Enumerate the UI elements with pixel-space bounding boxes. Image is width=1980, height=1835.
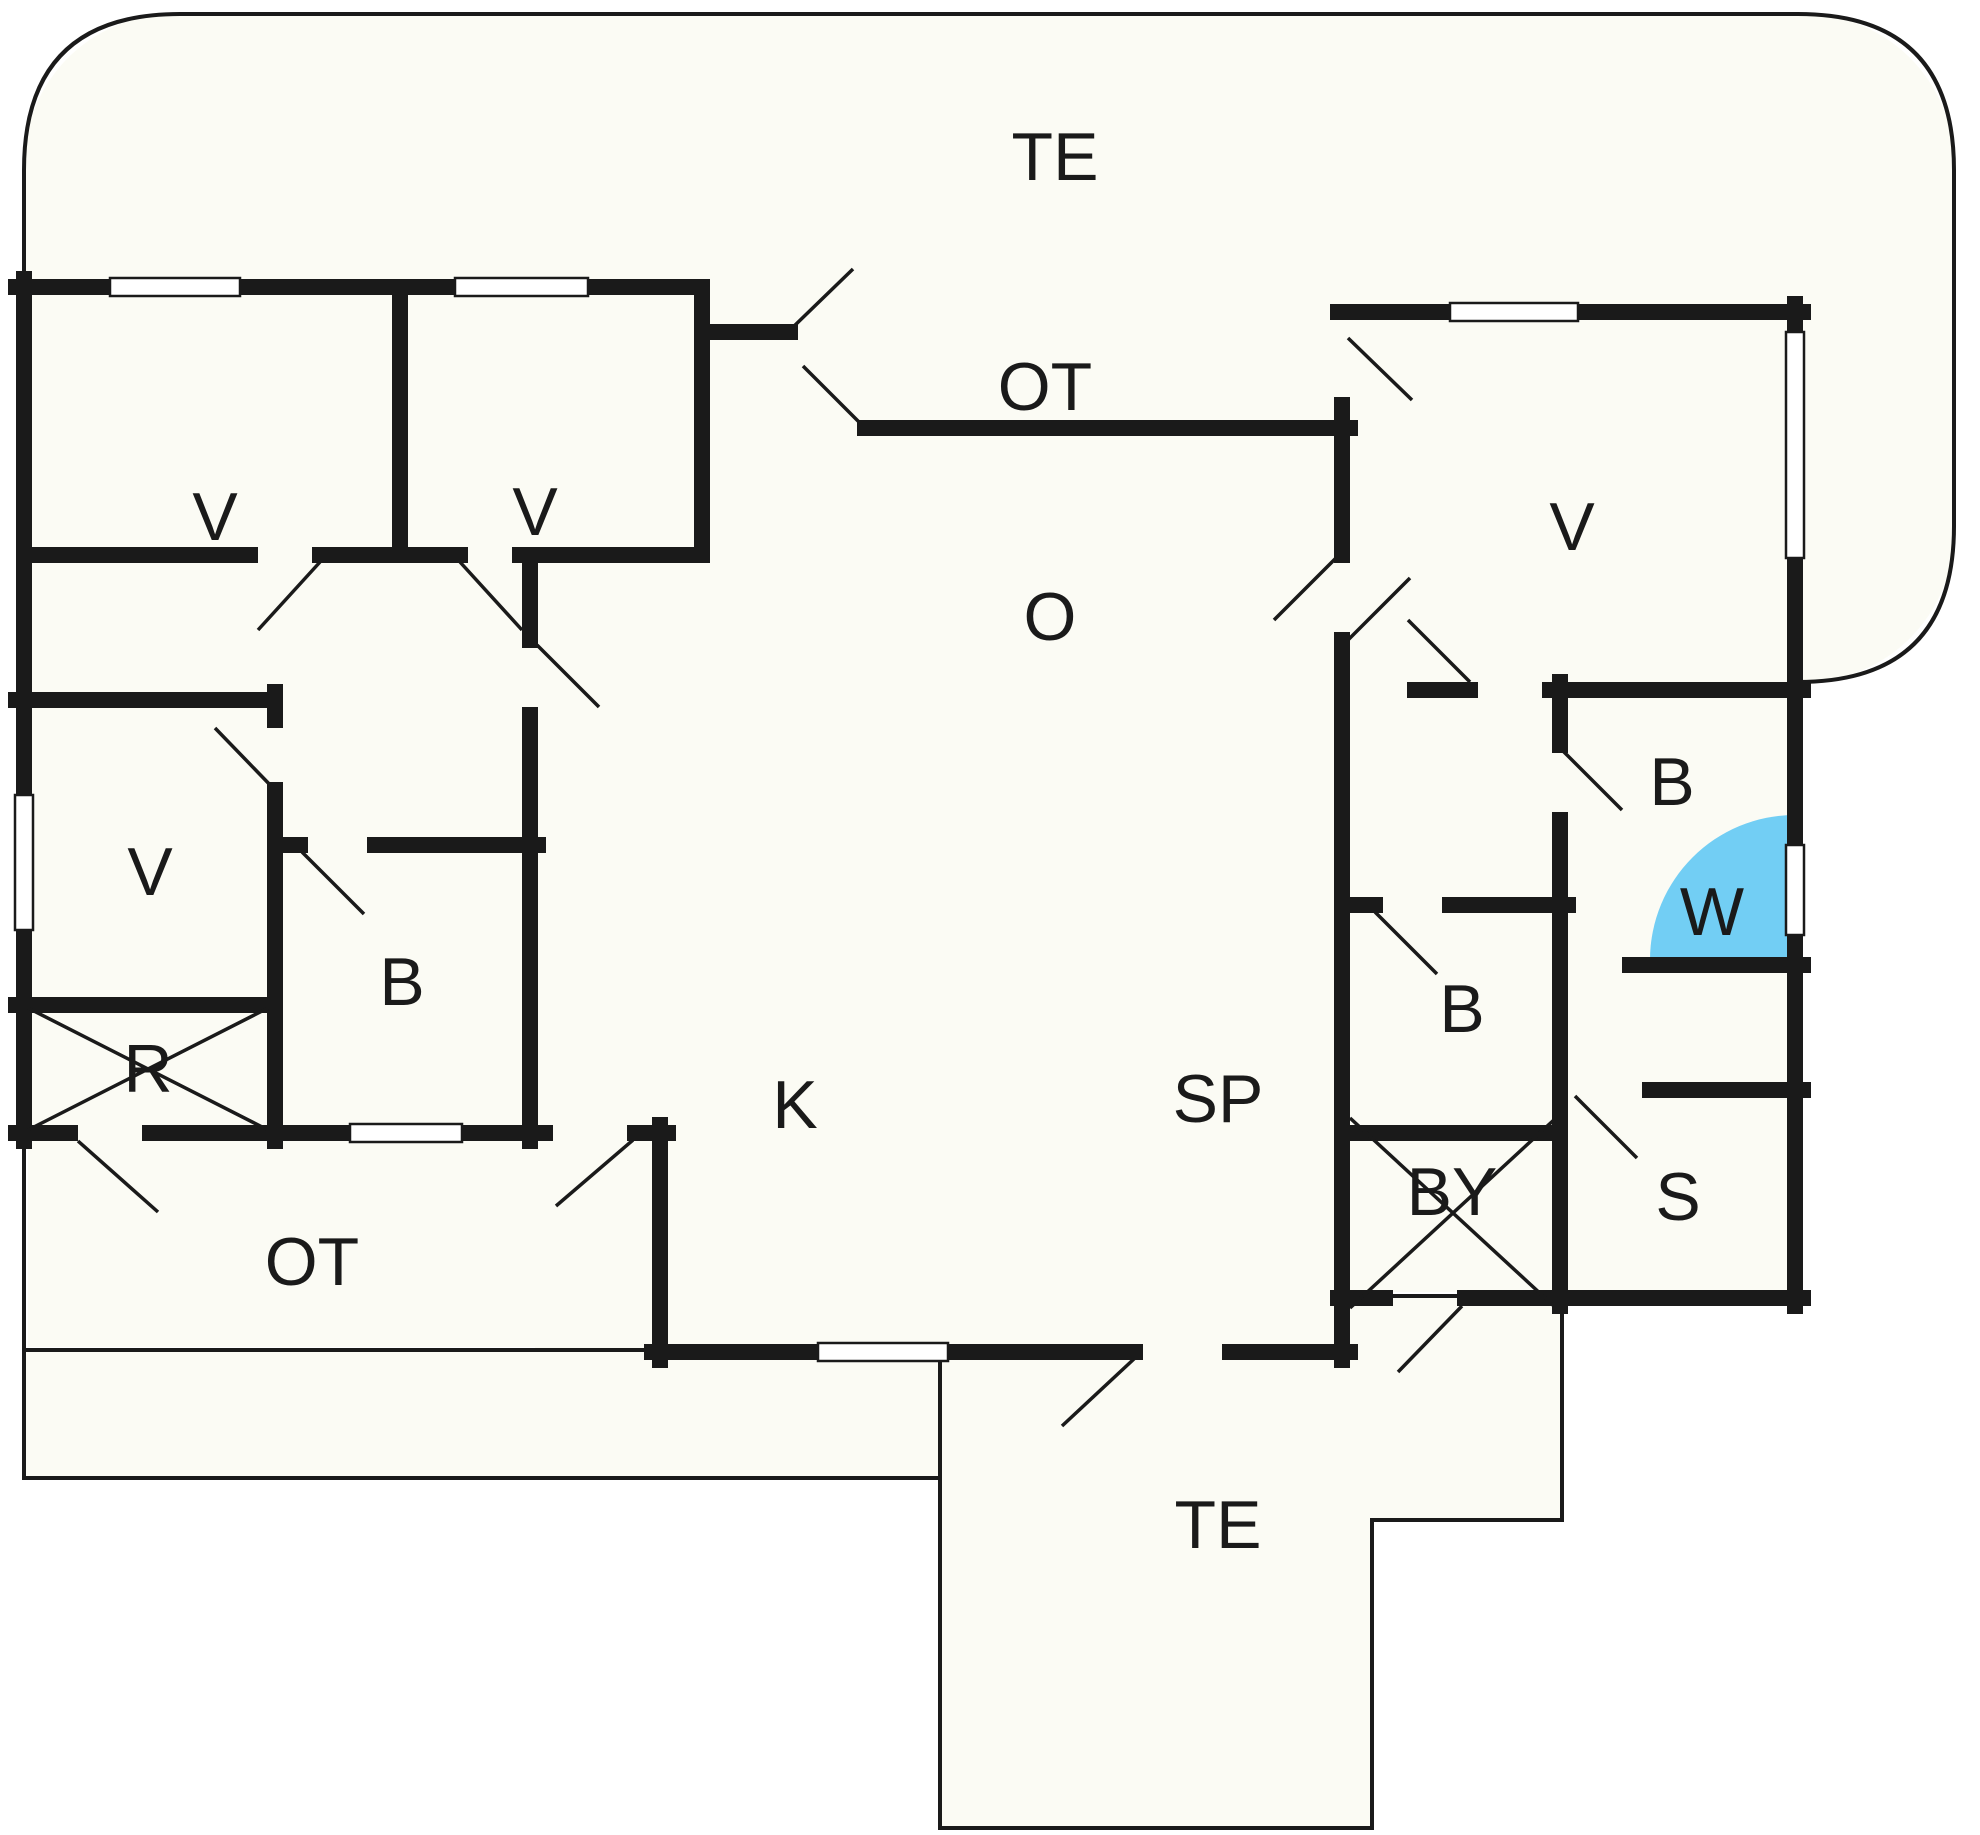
label-room-by: BY	[1407, 1154, 1498, 1230]
window-icon	[453, 276, 590, 298]
label-room-v-1: V	[192, 479, 238, 555]
label-terrace-bottom: TE	[1175, 1487, 1262, 1563]
door-leaf-icon	[213, 726, 277, 792]
door-leaf-icon	[1346, 576, 1412, 642]
window-icon	[1784, 843, 1806, 937]
door-leaf-icon	[1346, 336, 1414, 402]
label-room-w: W	[1680, 874, 1744, 950]
door-leaf-icon	[256, 560, 322, 632]
building-floor	[28, 293, 1790, 1348]
cross-mark-room-by	[1348, 1116, 1558, 1310]
door-leaf-icon	[801, 364, 867, 430]
deck-left-floor	[24, 1350, 940, 1478]
window-icon	[1784, 330, 1806, 560]
deck-left-strip	[22, 1133, 942, 1480]
door-leaf-icon	[788, 267, 855, 332]
porch-ot-outline	[22, 1133, 660, 1352]
wall-segments	[8, 271, 1811, 1368]
door-leaf-icon	[1396, 1304, 1464, 1374]
terrace-top-outline	[22, 12, 1956, 684]
door-leaf-icon	[1272, 556, 1338, 622]
label-room-r: R	[123, 1031, 172, 1107]
window-icon	[108, 276, 242, 298]
window-icon	[1448, 301, 1580, 323]
label-room-v-2: V	[512, 474, 558, 550]
door-leaf-icon	[458, 560, 524, 632]
door-leaves	[76, 267, 1639, 1428]
walls	[8, 271, 1811, 1368]
label-room-ot-left: OT	[265, 1224, 359, 1300]
label-room-s: S	[1655, 1159, 1700, 1235]
door-leaf-icon	[1060, 1356, 1137, 1428]
windows	[13, 276, 1806, 1363]
deck-left-outline	[22, 1350, 942, 1480]
toilet-door-swing	[1650, 815, 1795, 960]
cross-mark-room-r	[27, 1006, 269, 1132]
door-leaf-icon	[1406, 618, 1472, 684]
door-leaf-icon	[554, 1138, 635, 1208]
door-leaf-icon	[1558, 746, 1624, 812]
label-room-v-4: V	[1549, 489, 1595, 565]
label-room-b-right: B	[1649, 744, 1694, 820]
door-leaf-icon	[1373, 910, 1439, 976]
window-icon	[348, 1122, 464, 1144]
label-room-v-3: V	[127, 834, 173, 910]
label-room-o: O	[1024, 579, 1077, 655]
label-room-b-hall: B	[1439, 971, 1484, 1047]
label-terrace-top: TE	[1012, 119, 1099, 195]
door-leaf-icon	[535, 643, 601, 709]
label-room-b-left: B	[379, 944, 424, 1020]
terrace-bottom-floor	[940, 1296, 1562, 1828]
door-leaf-icon	[300, 850, 366, 916]
window-icon	[13, 793, 35, 932]
label-room-sp: SP	[1173, 1061, 1264, 1137]
window-icon	[816, 1341, 950, 1363]
crossed-out-marks	[27, 1006, 1558, 1310]
room-labels: TE OT V V V V O B R OT K SP B BY S B W T…	[123, 119, 1744, 1563]
label-room-k: K	[772, 1067, 817, 1143]
label-entry-ot-top: OT	[998, 349, 1092, 425]
door-leaf-icon	[1573, 1094, 1639, 1160]
door-leaf-icon	[76, 1139, 160, 1214]
floor-center	[535, 338, 1337, 1348]
